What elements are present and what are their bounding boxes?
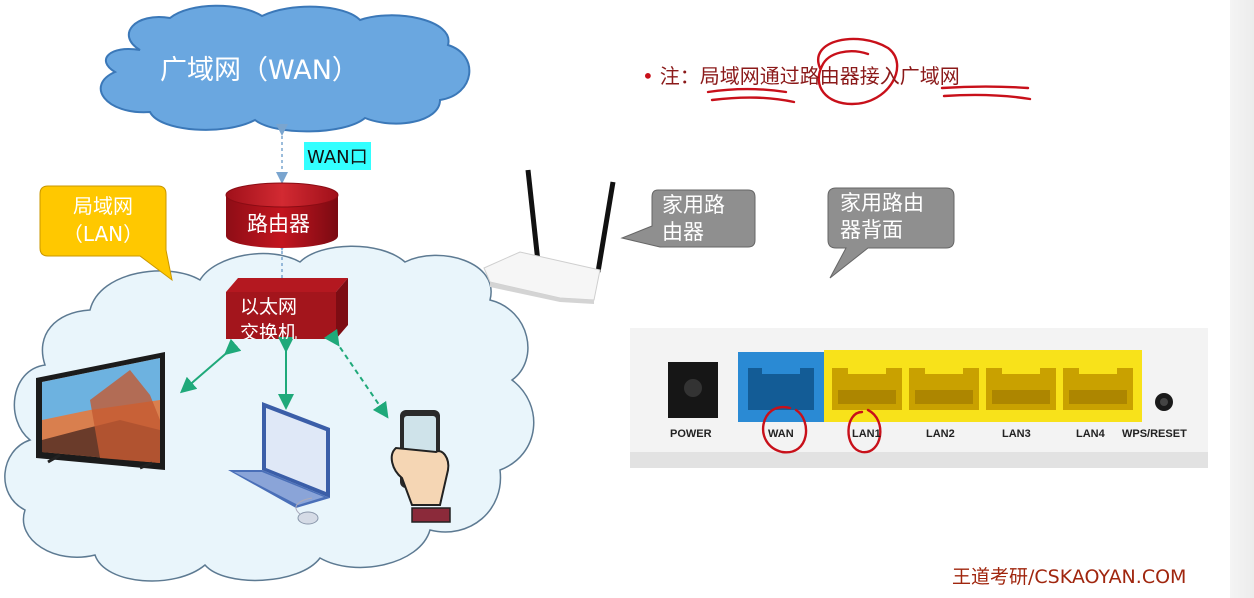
phone-link bbox=[323, 328, 389, 419]
port-label-lan2: LAN2 bbox=[926, 428, 955, 440]
home-router-image bbox=[483, 169, 616, 304]
port-label-lan3: LAN3 bbox=[1002, 428, 1031, 440]
laptop-icon bbox=[228, 402, 330, 525]
tv-icon bbox=[36, 352, 165, 470]
port-label-power: POWER bbox=[670, 428, 712, 440]
router-cylinder bbox=[225, 182, 339, 248]
switch-label-line1: 以太网 bbox=[240, 296, 298, 318]
router-back-panel bbox=[630, 328, 1208, 468]
router-label: 路由器 bbox=[247, 212, 310, 236]
switch-label: 以太网 交换机 bbox=[240, 294, 336, 339]
router-back-callout-text: 家用路由 器背面 bbox=[840, 190, 924, 244]
annotation-marks bbox=[706, 37, 1032, 454]
home-router-callout-text: 家用路 由器 bbox=[662, 192, 725, 246]
router-back-callout-line1: 家用路由 bbox=[840, 191, 924, 215]
switch-label-line2: 交换机 bbox=[240, 322, 298, 339]
ethernet-switch-box bbox=[226, 278, 348, 339]
lan-callout-line2: （LAN） bbox=[62, 222, 144, 246]
phone-icon bbox=[390, 410, 451, 523]
wan-cloud-label: 广域网（WAN） bbox=[160, 55, 359, 86]
wan-port-label: WAN口 bbox=[304, 142, 371, 170]
home-router-callout-shape bbox=[620, 189, 756, 248]
right-edge-strip bbox=[1230, 0, 1254, 598]
port-label-wps-reset: WPS/RESET bbox=[1122, 428, 1187, 440]
router-back-callout-line2: 器背面 bbox=[840, 218, 903, 242]
note: •注：局域网通过路由器接入广域网 bbox=[642, 60, 960, 89]
lan-callout-text: 局域网 （LAN） bbox=[44, 192, 162, 248]
tv-link bbox=[179, 338, 242, 394]
home-router-callout-line1: 家用路 bbox=[662, 193, 725, 217]
router-back-callout-shape bbox=[827, 187, 955, 279]
note-bullet: • bbox=[642, 64, 654, 88]
note-text: 注：局域网通过路由器接入广域网 bbox=[659, 64, 960, 88]
wan-cloud bbox=[99, 4, 471, 133]
port-label-lan4: LAN4 bbox=[1076, 428, 1105, 440]
lan-callout-shape bbox=[39, 185, 173, 282]
port-label-lan1: LAN1 bbox=[852, 428, 881, 440]
port-label-wan: WAN bbox=[768, 428, 794, 440]
watermark: 王道考研/CSKAOYAN.COM bbox=[952, 566, 1187, 588]
home-router-callout-line2: 由器 bbox=[662, 220, 704, 244]
lan-callout-line1: 局域网 bbox=[73, 194, 133, 218]
